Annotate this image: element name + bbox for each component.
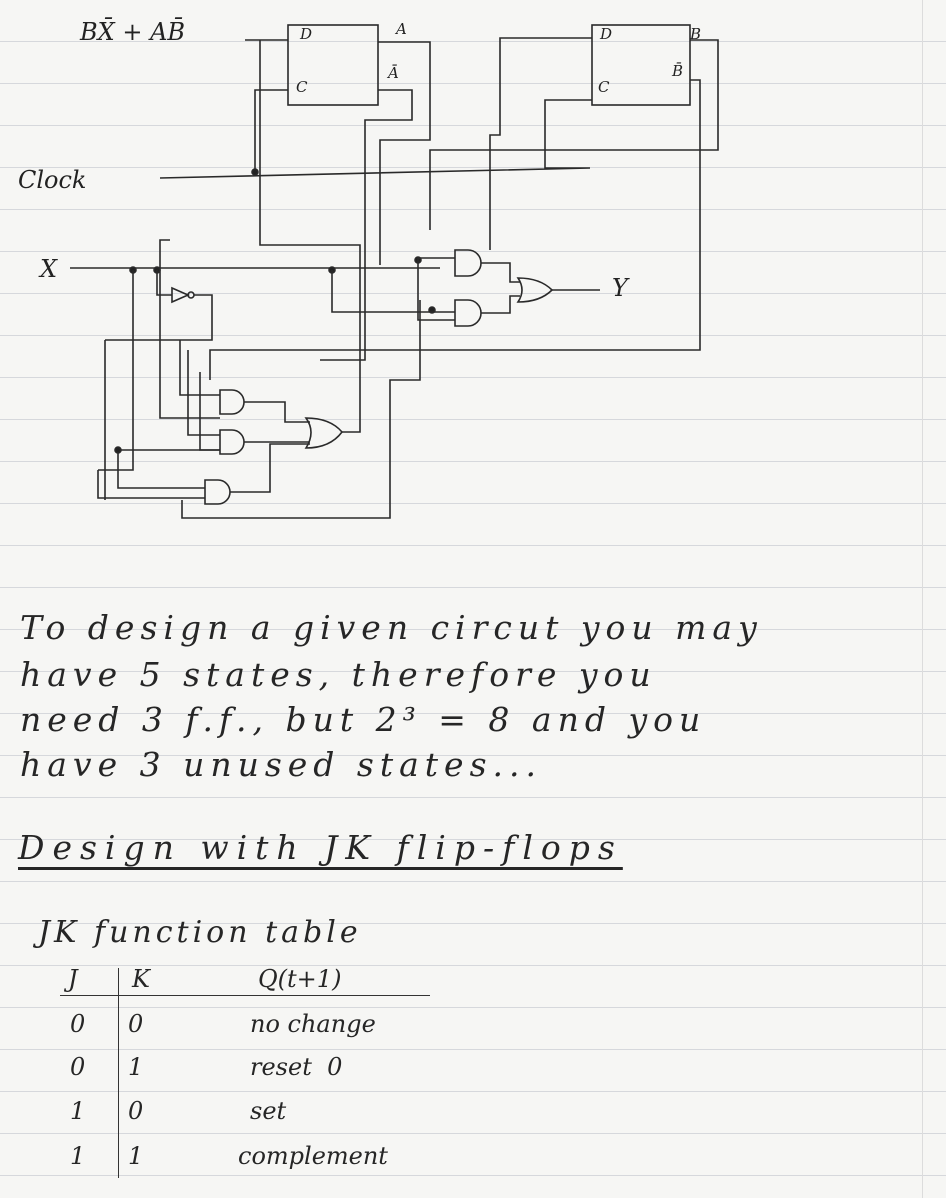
ff2-c-label: C [598, 78, 610, 96]
sequential-circuit-diagram [70, 24, 719, 519]
table-column-rule [118, 968, 119, 1178]
note-line-2: have 5 states, therefore you [20, 655, 657, 694]
ff2-q-label: B [690, 25, 702, 43]
ff1-d-label: D [300, 25, 313, 43]
row-2-q: reset 0 [250, 1053, 343, 1081]
note-line-4: have 3 unused states... [20, 745, 542, 784]
row-2-j: 0 [70, 1053, 86, 1081]
clock-label: Clock [18, 166, 87, 194]
ff2-d-label: D [600, 25, 613, 43]
row-1-j: 0 [70, 1010, 86, 1038]
row-3-j: 1 [70, 1097, 86, 1125]
or-gate-d [304, 417, 344, 449]
flip-flop-a [287, 24, 379, 106]
and-gate-5 [204, 479, 231, 505]
ff1-qbar-label: Ā [388, 64, 399, 82]
row-1-k: 0 [128, 1010, 144, 1038]
ff1-c-label: C [296, 78, 308, 96]
and-gate-4 [219, 429, 245, 455]
or-gate-y [516, 277, 554, 303]
ff1-q-label: A [396, 20, 407, 38]
row-3-k: 0 [128, 1097, 144, 1125]
and-gate-1 [454, 249, 482, 277]
table-header-rule [60, 995, 430, 996]
row-2-k: 1 [128, 1053, 144, 1081]
row-4-k: 1 [128, 1142, 144, 1170]
and-gate-2 [454, 299, 482, 327]
d-input-expression: BX̄ + AB̄ [80, 18, 186, 46]
and-gate-3 [219, 389, 245, 415]
header-q: Q(t+1) [258, 965, 342, 993]
y-output-label: Y [612, 274, 628, 302]
note-line-3: need 3 f.f., but 2³ = 8 and you [20, 700, 707, 739]
jk-table-title: JK function table [38, 915, 362, 950]
header-j: J [68, 965, 78, 993]
note-line-1: To design a given circut you may [20, 608, 763, 647]
row-1-q: no change [250, 1010, 376, 1038]
row-4-j: 1 [70, 1142, 86, 1170]
ff2-qbar-label: B̄ [672, 62, 684, 80]
section-title: Design with JK flip-flops [18, 828, 623, 867]
row-4-q: complement [238, 1142, 388, 1170]
row-3-q: set [250, 1097, 287, 1125]
header-k: K [132, 965, 150, 993]
x-input-label: X [40, 255, 58, 283]
flip-flop-b [591, 24, 691, 106]
margin-line [922, 0, 923, 1198]
